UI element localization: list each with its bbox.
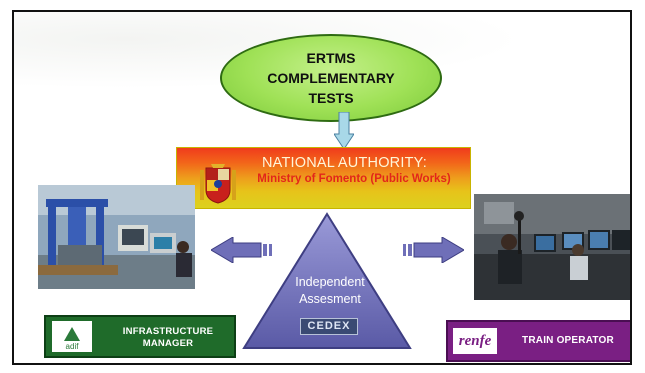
- adif-label-line-1: INFRASTRUCTURE: [122, 326, 214, 337]
- ellipse-line-2: COMPLEMENTARY: [267, 70, 395, 86]
- train-operator-control-room-photo: [474, 194, 630, 300]
- infrastructure-lab-photo: [38, 185, 195, 289]
- triangle-line-2: Assesment: [299, 292, 361, 306]
- independent-assessment-label: Independent Assesment: [284, 274, 376, 308]
- ertms-tests-ellipse: ERTMS COMPLEMENTARY TESTS: [220, 34, 442, 122]
- down-arrow-icon: [334, 112, 354, 150]
- ellipse-line-1: ERTMS: [306, 50, 356, 66]
- slide-frame: ERTMS COMPLEMENTARY TESTS NATIONAL AUTHO…: [12, 10, 632, 365]
- national-authority-title: NATIONAL AUTHORITY:: [262, 155, 427, 171]
- train-operator-label: TRAIN OPERATOR: [522, 335, 614, 346]
- renfe-logo: renfe: [453, 328, 497, 354]
- cedex-logo: CEDEX: [300, 318, 358, 335]
- left-arrow-icon: [211, 237, 272, 263]
- infrastructure-manager-box: adif INFRASTRUCTURE MANAGER: [44, 315, 236, 358]
- right-arrow-icon: [403, 237, 464, 263]
- adif-logo: adif: [52, 321, 92, 352]
- ministry-label: Ministry of Fomento (Public Works): [257, 173, 451, 185]
- independent-assessment-triangle: [242, 212, 412, 349]
- national-authority-box: NATIONAL AUTHORITY: Ministry of Fomento …: [176, 147, 471, 209]
- adif-label-line-2: MANAGER: [142, 338, 194, 349]
- ertms-tests-label: ERTMS COMPLEMENTARY TESTS: [267, 48, 395, 108]
- adif-logo-text: adif: [66, 342, 80, 351]
- spain-coat-of-arms-icon: [200, 164, 236, 204]
- infrastructure-manager-label: INFRASTRUCTURE MANAGER: [104, 326, 232, 350]
- ellipse-line-3: TESTS: [308, 90, 354, 106]
- train-operator-box: renfe TRAIN OPERATOR: [446, 320, 630, 362]
- triangle-line-1: Independent: [295, 275, 365, 289]
